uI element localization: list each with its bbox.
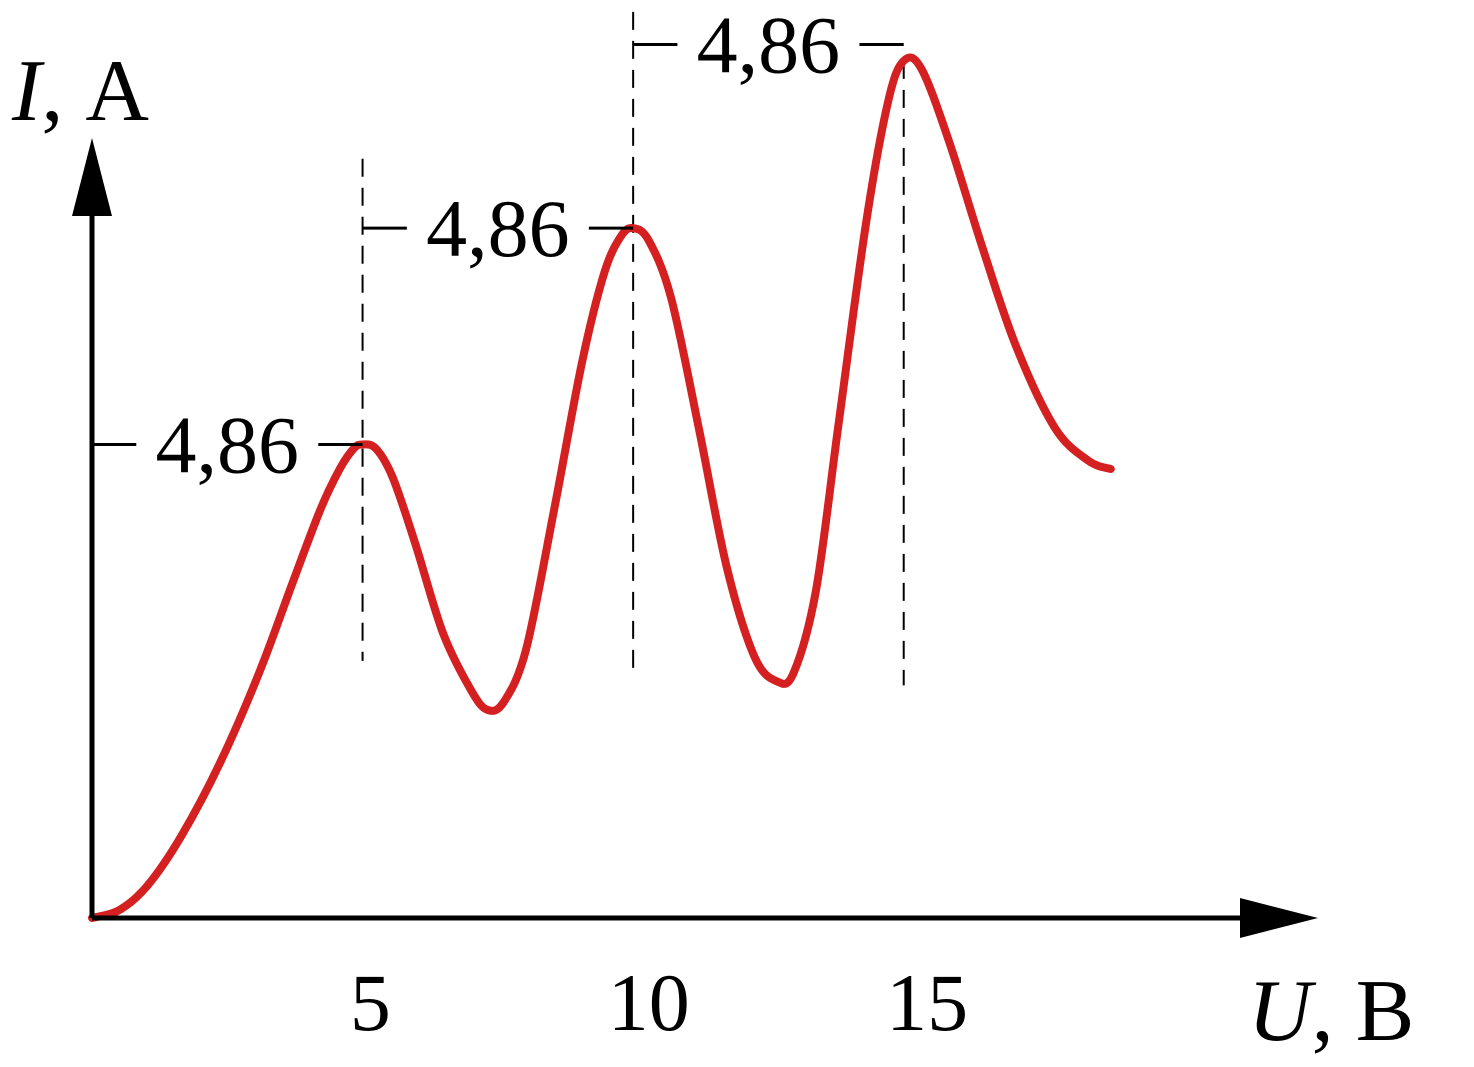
y-axis-label-unit: , А [41,43,149,140]
annotation-1: 4,86 [92,400,363,491]
annotations: 4,86 4,86 4,86 [92,0,904,491]
y-axis-label: I, А [11,43,149,140]
x-tick-labels: 5 10 15 [350,957,968,1048]
x-axis-arrow [1240,898,1318,938]
annotation-3: 4,86 [633,0,904,90]
x-tick-label: 5 [350,957,391,1048]
annotation-label: 4,86 [156,400,300,491]
y-axis-arrow [72,138,112,216]
axes [72,138,1318,938]
x-tick-label: 10 [608,957,690,1048]
annotation-2: 4,86 [362,183,634,274]
y-axis-label-var: I [11,43,45,140]
x-axis-label-var: U [1248,963,1317,1060]
series-curve [88,53,1115,922]
x-axis-label-unit: , В [1312,963,1415,1060]
annotation-label: 4,86 [426,183,570,274]
annotation-label: 4,86 [697,0,841,90]
curve-layer [88,53,1115,922]
x-tick-label: 15 [886,957,968,1048]
x-axis-label: U, В [1248,963,1414,1060]
guide-lines [361,11,905,686]
